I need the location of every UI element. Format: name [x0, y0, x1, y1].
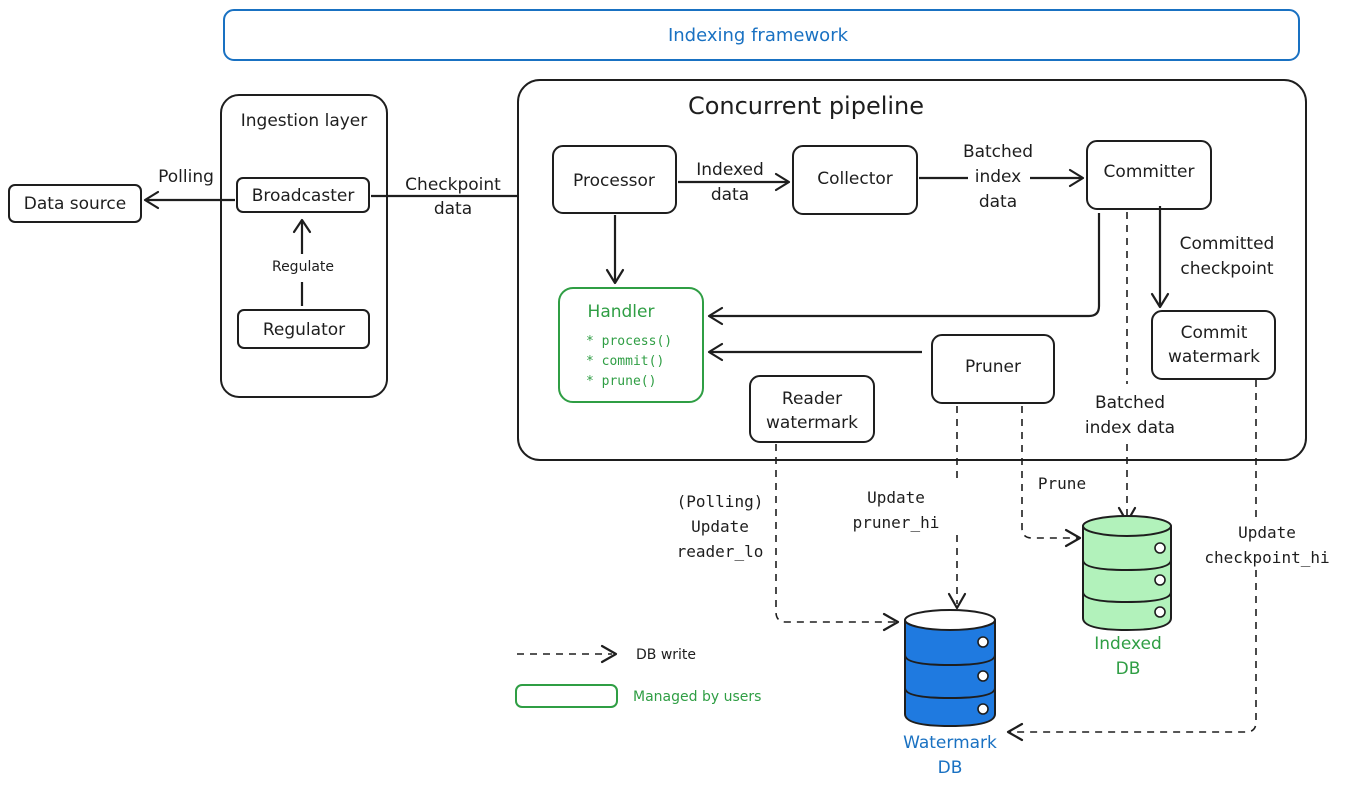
reader-watermark-line1: Reader [782, 389, 842, 409]
checkpoint-label-line2: data [434, 199, 472, 219]
batched-index-data-line2: index data [1085, 418, 1175, 438]
watermark-db-label-line2: DB [938, 758, 963, 778]
committed-label-line2: checkpoint [1180, 259, 1273, 279]
indexed-data-label-line2: data [711, 185, 749, 205]
batched-label-line2: index [975, 167, 1022, 187]
pruner-label: Pruner [965, 357, 1021, 377]
committer-label: Committer [1104, 162, 1195, 182]
ingestion-layer-title: Ingestion layer [241, 111, 368, 131]
polling-reader-line1: (Polling) [677, 492, 764, 511]
broadcaster-label: Broadcaster [252, 186, 355, 206]
batched-label-line3: data [979, 192, 1017, 212]
watermark-db-label-line1: Watermark [903, 733, 997, 753]
regulator-label: Regulator [263, 320, 345, 340]
legend: DB write Managed by users [515, 644, 761, 708]
handler-title: Handler [588, 302, 655, 322]
data-source-label: Data source [24, 194, 126, 214]
edge-polling: Polling [143, 167, 235, 210]
edge-committer-handler [707, 213, 1101, 326]
legend-green-swatch [515, 684, 618, 708]
edge-indexed-data: Indexed data [678, 160, 791, 205]
committed-label-line1: Committed [1180, 234, 1275, 254]
edge-pruner-indexed-db: Prune [1021, 406, 1086, 548]
handler-method-commit: * commit() [586, 354, 664, 369]
pruner-node: Pruner [931, 334, 1055, 404]
concurrent-pipeline-title: Concurrent pipeline [688, 92, 924, 120]
edge-pruner-handler [707, 342, 922, 362]
indexed-data-label-line1: Indexed [696, 160, 764, 180]
processor-label: Processor [573, 171, 655, 191]
edge-pruner-watermark-db: Update pruner_hi [853, 406, 967, 610]
database-icon [1082, 515, 1172, 632]
checkpoint-label-line1: Checkpoint [405, 175, 501, 195]
committer-node: Committer [1086, 140, 1212, 210]
data-source-node: Data source [8, 184, 142, 223]
polling-label: Polling [158, 167, 214, 187]
handler-method-prune: * prune() [586, 374, 656, 389]
legend-db-write: DB write [517, 644, 696, 664]
indexed-db-label-line2: DB [1116, 659, 1141, 679]
indexed-db-label-line1: Indexed [1094, 634, 1162, 654]
reader-watermark-line2: watermark [766, 413, 858, 433]
update-checkpoint-line1: Update [1238, 523, 1296, 542]
polling-reader-line2: Update [691, 517, 749, 536]
indexed-db: Indexed DB [1082, 515, 1172, 679]
commit-watermark-line1: Commit [1181, 323, 1248, 343]
edge-batched-index-data: Batched index data [919, 142, 1085, 212]
edge-processor-handler [605, 215, 625, 285]
edge-regulate: Regulate [272, 218, 334, 306]
legend-managed-by-users: Managed by users [515, 684, 761, 708]
processor-node: Processor [552, 145, 677, 214]
update-pruner-line2: pruner_hi [853, 513, 940, 532]
broadcaster-node: Broadcaster [236, 177, 370, 213]
edge-committed-checkpoint: Committed checkpoint [1150, 206, 1275, 309]
collector-label: Collector [817, 169, 893, 189]
polling-reader-line3: reader_lo [677, 542, 764, 561]
collector-node: Collector [792, 145, 918, 215]
handler-node: Handler * process() * commit() * prune() [558, 287, 704, 403]
batched-label-line1: Batched [963, 142, 1033, 162]
edge-commit-watermark-db: Update checkpoint_hi [1006, 380, 1330, 742]
regulator-node: Regulator [237, 309, 370, 349]
commit-watermark-line2: watermark [1168, 347, 1260, 367]
legend-managed-label: Managed by users [633, 689, 761, 705]
database-icon [904, 609, 996, 728]
commit-watermark-node: Commit watermark [1151, 310, 1276, 380]
legend-db-write-label: DB write [636, 647, 696, 663]
update-pruner-line1: Update [867, 488, 925, 507]
ingestion-layer: Ingestion layer [220, 94, 388, 398]
handler-method-process: * process() [586, 334, 672, 349]
regulate-label: Regulate [272, 259, 334, 275]
edge-committer-indexed-db: Batched index data [1085, 212, 1175, 524]
prune-label: Prune [1038, 474, 1086, 493]
update-checkpoint-line2: checkpoint_hi [1204, 548, 1329, 567]
reader-watermark-node: Reader watermark [749, 375, 875, 443]
edge-reader-watermark-db: (Polling) Update reader_lo [677, 444, 900, 632]
indexing-framework-title: Indexing framework [668, 25, 849, 46]
indexing-framework-banner: Indexing framework [223, 9, 1300, 61]
batched-index-data-line1: Batched [1095, 393, 1165, 413]
watermark-db: Watermark DB [903, 609, 997, 778]
